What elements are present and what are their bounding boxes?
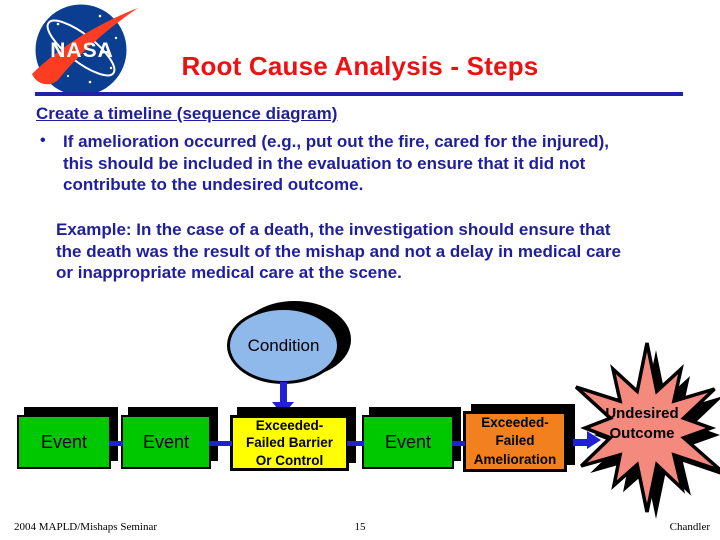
barrier-box: Exceeded- Failed Barrier Or Control — [230, 415, 349, 471]
connector-line — [347, 441, 364, 446]
connector-line — [452, 441, 465, 446]
event-label: Event — [40, 431, 88, 452]
example-line: the death was the result of the mishap a… — [56, 241, 621, 261]
nasa-logo-icon: NASA — [32, 4, 138, 96]
connector-line — [109, 441, 123, 446]
bullet-text: If amelioration occurred (e.g., put out … — [63, 131, 609, 196]
event-label: Event — [142, 431, 190, 452]
bullet-line: If amelioration occurred (e.g., put out … — [63, 132, 609, 151]
example-text: Example: In the case of a death, the inv… — [56, 219, 621, 284]
example-line: or inappropriate medical care at the sce… — [56, 263, 402, 282]
amelioration-line: Failed — [495, 433, 535, 449]
right-arrow-shaft — [573, 439, 587, 446]
barrier-line: Or Control — [255, 452, 324, 468]
bullet-marker: • — [40, 132, 46, 149]
outcome-line: Undesired — [605, 405, 679, 422]
section-heading: Create a timeline (sequence diagram) — [36, 104, 338, 123]
event-box-3: Event — [362, 415, 454, 469]
right-arrow-head-icon — [587, 431, 601, 449]
example-line: Example: In the case of a death, the inv… — [56, 220, 611, 239]
footer-seminar: 2004 MAPLD/Mishaps Seminar — [14, 521, 157, 533]
amelioration-line: Exceeded- — [481, 414, 549, 430]
down-arrow-shaft — [280, 382, 287, 403]
slide-title: Root Cause Analysis - Steps — [181, 51, 539, 81]
event-box-2: Event — [121, 415, 211, 469]
bullet-line: contribute to the undesired outcome. — [63, 175, 364, 194]
page-number: 15 — [354, 521, 366, 533]
header-divider — [35, 92, 683, 96]
connector-line — [209, 441, 232, 446]
event-box-1: Event — [17, 415, 111, 469]
barrier-line: Failed Barrier — [245, 435, 334, 451]
down-arrow-head-icon — [272, 402, 294, 415]
barrier-line: Exceeded- — [255, 417, 324, 433]
outcome-label: Undesired Outcome — [586, 404, 698, 444]
amelioration-line: Amelioration — [473, 451, 557, 467]
footer-author: Chandler — [669, 521, 710, 533]
nasa-logo-text: NASA — [50, 39, 114, 62]
condition-ellipse: Condition — [227, 307, 340, 384]
bullet-line: this should be included in the evaluatio… — [63, 153, 586, 173]
event-label: Event — [384, 431, 432, 452]
undesired-outcome-starburst — [574, 342, 720, 519]
amelioration-box: Exceeded- Failed Amelioration — [463, 411, 567, 472]
condition-label: Condition — [247, 335, 320, 355]
outcome-line: Outcome — [609, 425, 675, 442]
